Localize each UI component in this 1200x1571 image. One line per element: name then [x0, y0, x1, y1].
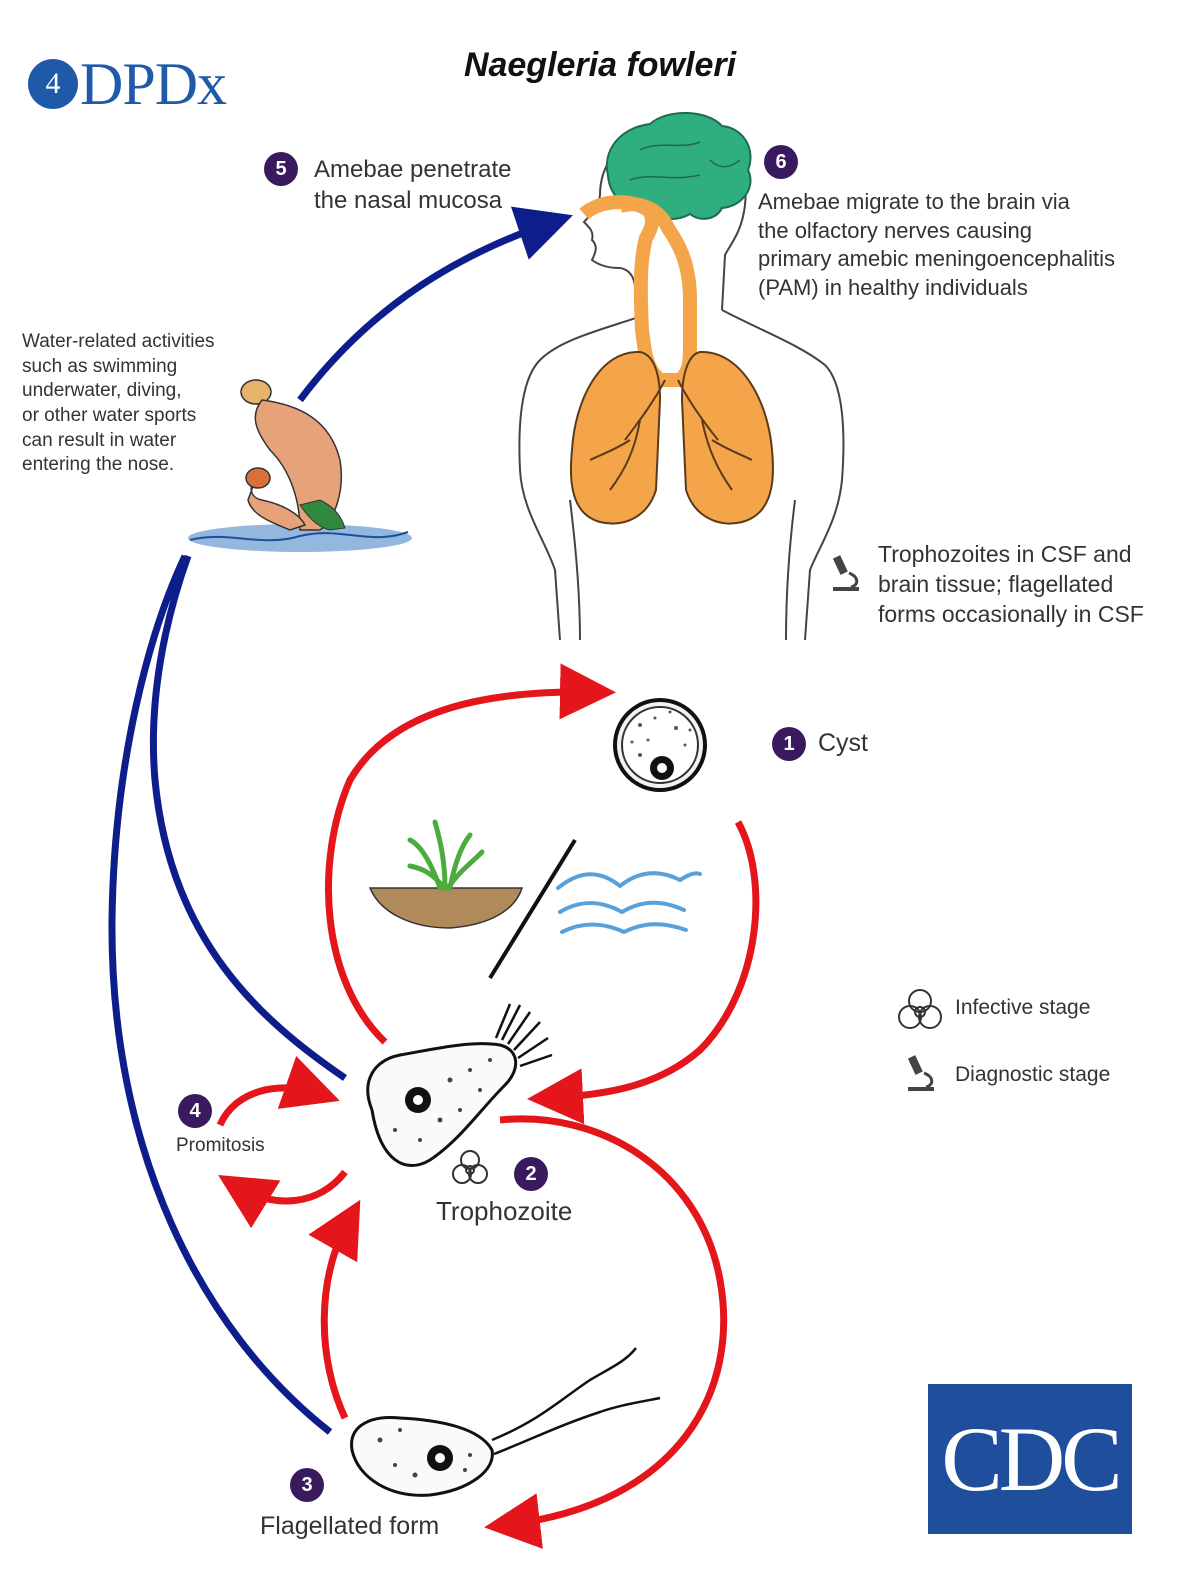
dpdx-logo-text: DPDx: [80, 50, 227, 117]
step-5-badge: 5: [264, 152, 298, 186]
arrow-promitosis-bottom: [218, 1169, 348, 1229]
step-6-line-2: the olfactory nerves causing: [758, 217, 1032, 243]
step-2-badge: 2: [514, 1157, 548, 1191]
legend-biohazard-icon: [898, 989, 942, 1029]
step-1-label: Cyst: [818, 729, 868, 757]
bronchi: [589, 379, 753, 491]
step-3-badge: 3: [290, 1468, 324, 1502]
dpdx-logo: 4 DPDx: [28, 50, 227, 117]
cdc-logo: CDC: [928, 1384, 1132, 1534]
arrow-trophozoite-to-water: [149, 554, 347, 1081]
arrow-cyst-to-trophozoite: [527, 820, 760, 1125]
step-6-text: Amebae migrate to the brain via the olfa…: [758, 188, 1115, 302]
step-1-badge: 1: [772, 727, 806, 761]
arrow-promitosis-top: [216, 1056, 340, 1127]
arrow-flagellated-to-water: [108, 554, 333, 1435]
diagnostic-note: Trophozoites in CSF and brain tissue; fl…: [878, 540, 1144, 630]
left-lung: [569, 350, 662, 525]
arrow-flagellated-to-trophozoite: [308, 1199, 361, 1420]
step-2-label: Trophozoite: [436, 1196, 573, 1226]
water-activity-line-4: or other water sports: [22, 405, 197, 427]
microscope-icon: [832, 555, 859, 591]
step-6-line-3: primary amebic meningoencephalitis: [758, 246, 1116, 272]
diagnostic-note-line-2: brain tissue; flagellated: [878, 570, 1114, 597]
step-4-label: Promitosis: [176, 1135, 265, 1156]
cyst-illustration: [613, 698, 707, 792]
dpdx-logo-mark: 4: [28, 59, 78, 109]
water-activity-line-2: such as swimming: [22, 355, 178, 377]
cdc-logo-text: CDC: [941, 1408, 1122, 1510]
arrow-trophozoite-to-flagellated: [484, 1115, 728, 1549]
water-activity-line-6: entering the nose.: [22, 454, 175, 476]
diagram-title: Naegleria fowleri: [463, 46, 737, 84]
water-illustration: [556, 871, 702, 935]
step-4-badge: 4: [178, 1094, 212, 1128]
red-arrows: [216, 663, 760, 1549]
legend-microscope-icon: [907, 1055, 934, 1091]
arrow-swimmer-to-nose: [297, 206, 573, 403]
divider-slash: [488, 838, 577, 980]
human-silhouette: [518, 120, 845, 641]
step-6-line-4: (PAM) in healthy individuals: [758, 274, 1028, 300]
water-activity-line-1: Water-related activities: [22, 331, 215, 352]
soil-illustration: [368, 819, 524, 929]
step-6-line-1: Amebae migrate to the brain via: [758, 189, 1070, 214]
arrow-trophozoite-to-cyst: [324, 663, 616, 1045]
blue-arrows: [108, 206, 573, 1435]
water-activity-text: Water-related activities such as swimmin…: [22, 330, 215, 478]
step-5-text: Amebae penetrate the nasal mucosa: [314, 154, 511, 216]
step-6-badge: 6: [764, 145, 798, 179]
legend-diagnostic-label: Diagnostic stage: [955, 1063, 1111, 1086]
step-3-label: Flagellated form: [260, 1512, 440, 1540]
biohazard-icon: [452, 1150, 488, 1184]
step-5-line-1: Amebae penetrate: [314, 156, 512, 183]
right-lung: [680, 350, 774, 525]
legend-infective-label: Infective stage: [955, 996, 1091, 1019]
swimmers-illustration: [188, 379, 412, 552]
flagellated-form-illustration: [350, 1347, 661, 1497]
trophozoite-illustration: [366, 1003, 553, 1167]
diagnostic-note-line-1: Trophozoites in CSF and: [878, 541, 1132, 567]
water-activity-line-5: can result in water: [22, 429, 177, 451]
step-5-line-2: the nasal mucosa: [314, 187, 503, 215]
diagnostic-note-line-3: forms occasionally in CSF: [878, 600, 1144, 627]
water-activity-line-3: underwater, diving,: [22, 380, 182, 402]
